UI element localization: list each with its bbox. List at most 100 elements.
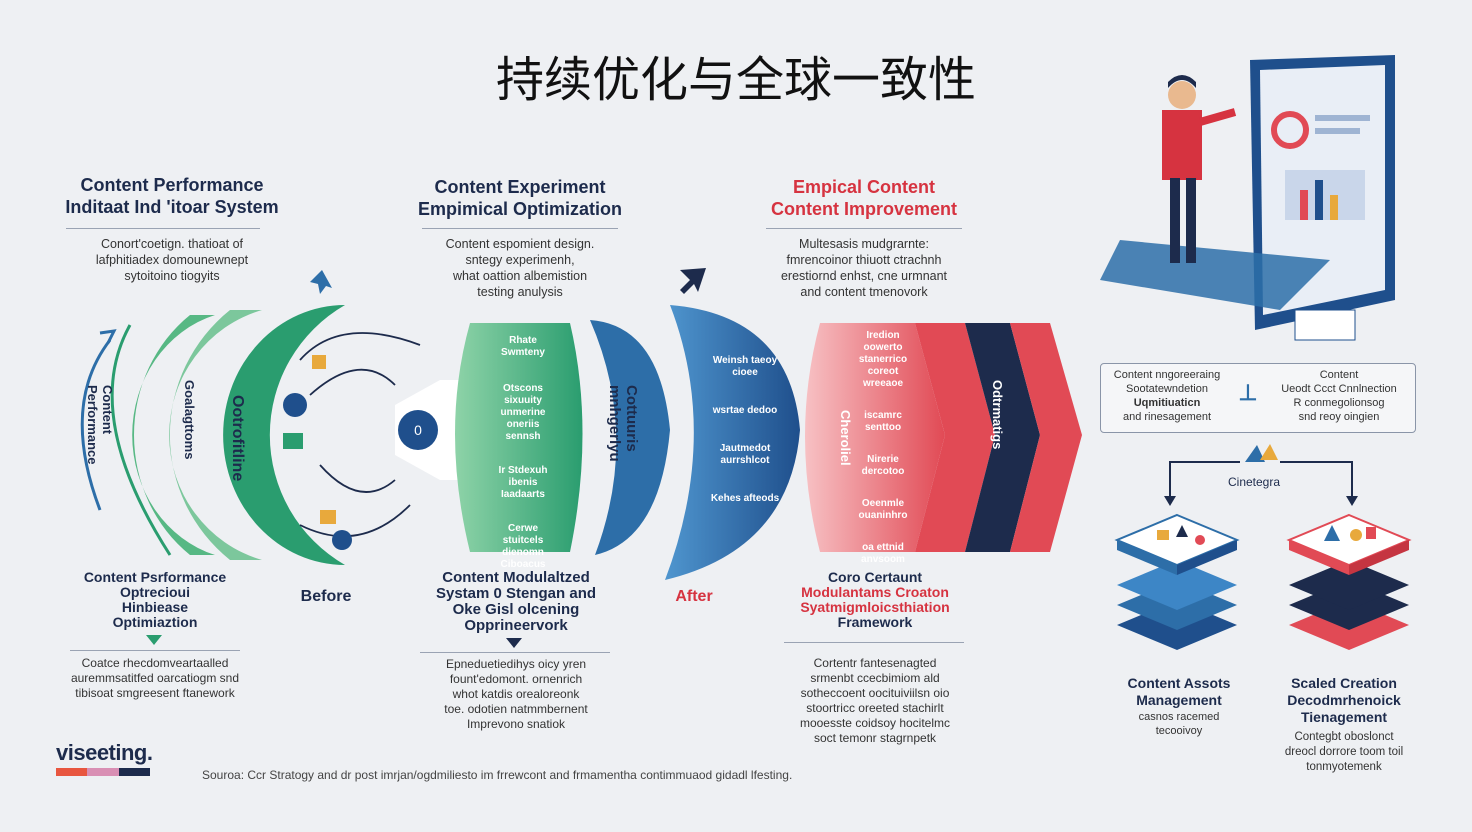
hub-circle-text: 0 (414, 422, 422, 438)
col2-desc-line: Content espomient design. (445, 237, 595, 251)
col3-heading-line1: Empical Content (792, 177, 935, 197)
gear-icon (283, 393, 307, 417)
col3-bottom-heading-line: Coro Certaunt (827, 569, 923, 585)
col2-description: Content espomient design. sntegy experim… (400, 236, 640, 300)
col3-heading: Empical Content Content Improvement (742, 176, 986, 220)
col3-bottom-desc-line: mooesste coidsoy hocitelmc (799, 716, 951, 730)
col1-desc-line: Conort'coetign. thatioat of (100, 237, 244, 251)
scaled-creation-stack-icon (1286, 513, 1412, 650)
brand-logo: viseeting. (56, 740, 153, 765)
chart-icon (283, 433, 303, 449)
green-block-line: Rhate Swmteny (501, 335, 545, 358)
col1-bottom-desc: Coatce rhecdomveartaalled auremmsatitfed… (48, 656, 262, 701)
col2-bottom-heading-line: Content Modulaltzed (442, 569, 590, 586)
source-note: Souroa: Ccr Stratogy and dr post imrjan/… (202, 768, 793, 782)
col2-bottom-desc-line: toe. odotien natmmbernent (444, 702, 588, 716)
col3-bottom-desc-line: srmenbt ccecbimiom ald (810, 671, 940, 685)
col2-desc-line: what oattion albemistion (452, 269, 588, 283)
col3-bottom-desc-line: sotheccoent oocituiviilsn oio (800, 686, 950, 700)
col1-bottom-heading-line: Optimiaztion (112, 614, 198, 630)
col3-bottom-desc-line: stoortricc oreeted stachirlt (806, 701, 944, 715)
col2-bottom-desc-line: fount'edomont. ornenrich (449, 672, 583, 686)
floor-platform (1100, 240, 1330, 310)
info-box-right-text: Content Ueodt Ccct Cnnlnection R conmego… (1266, 368, 1412, 424)
cursor-arrow-icon (680, 268, 706, 294)
col1-desc-line: lafphitiadex domounewnept (95, 253, 249, 267)
content-assets-stack-icon (1114, 513, 1240, 650)
red-block-mid (915, 323, 995, 552)
content-assets-heading-line: Management (1136, 692, 1222, 708)
scaled-creation-heading-line: Decodmrhenoick (1287, 692, 1401, 708)
folder-icon (320, 510, 336, 524)
blue-block-line: Jautmedot aurrshlcot (719, 443, 771, 466)
page-title: 持续优化与全球一致性 (495, 52, 976, 108)
cycle-arrow-icon (80, 329, 117, 511)
transfer-arrow-icon: ⊥ (1238, 380, 1258, 405)
brand-bar-segment (118, 768, 150, 776)
green-arc-outer (132, 315, 215, 555)
hub-label: Cinetegra (1227, 475, 1281, 489)
presenter-illustration (1100, 55, 1395, 341)
col1-bottom-heading-line: Content Psrformance (83, 569, 227, 585)
scaled-creation-heading-line: Tienagement (1300, 709, 1388, 725)
col2-bottom-heading: Content Modulaltzed Systam 0 Stengan and… (408, 570, 624, 634)
blue-arc-right (665, 305, 800, 580)
blue-block-line: wsrtae dedoo (712, 405, 778, 416)
col3-heading-line2: Content Improvement (770, 199, 957, 219)
red-arrowhead (1010, 323, 1082, 552)
col2-heading-line2: Empimical Optimization (417, 199, 623, 219)
info-left-line: and rinesagement (1122, 411, 1212, 423)
col1-bottom-desc-line: Coatce rhecdomveartaalled (81, 656, 229, 670)
col2-heading-line1: Content Experiment (434, 177, 606, 197)
col3-bottom-heading-line: Framework (837, 614, 913, 630)
red-block-line: Oeenmle ouaninhro (858, 498, 908, 521)
vertical-label-3: Ootrofitline (229, 395, 246, 482)
vertical-label-1: Content Performance (85, 385, 115, 465)
col3-bottom-heading-line: Syatmigmloicsthiation (800, 599, 950, 615)
info-box-left-text: Content nngoreeraing Sootatewndetion Uqm… (1104, 368, 1230, 424)
info-left-line: Uqmitiuaticn (1133, 397, 1201, 409)
col2-bottom-desc: Epneduetiedihys oicy yren fount'edomont.… (404, 657, 628, 732)
col2-bottom-desc-line: Imprevono snatiok (466, 717, 566, 731)
green-block-text: Rhate Swmteny Otscons sixuuity unmerine … (488, 335, 558, 571)
orbit-lines (299, 332, 421, 538)
col3-desc-line: erestiornd enhst, cne urmnant (780, 269, 948, 283)
col1-down-triangle-icon (146, 635, 162, 645)
brand-color-bar (56, 768, 150, 776)
col2-bottom-heading-line: Opprineervork (464, 617, 568, 634)
info-right-line: R conmegolionsog (1293, 397, 1385, 409)
vertical-label-2: Goalagttoms (182, 380, 197, 460)
content-assets-desc-line: casnos racemed (1138, 711, 1220, 723)
blue-block-line: Weinsh taeoy cioee (712, 355, 778, 378)
scaled-creation-desc-line: tonmyotemenk (1306, 761, 1382, 773)
info-left-line: Content nngoreeraing (1113, 369, 1221, 381)
process-flow-diagram: 0 (80, 268, 1082, 580)
green-block-line: Ir Stdexuh ibenis Iaadaarts (498, 465, 548, 500)
hub-circle-icon (398, 410, 438, 450)
hub-shape-icon (1245, 445, 1265, 462)
navy-chevron (965, 323, 1040, 552)
col3-divider (766, 228, 962, 229)
green-arc-inner (223, 305, 345, 565)
col2-bottom-desc-line: Epneduetiedihys oicy yren (445, 657, 587, 671)
cursor-arrow-icon (310, 270, 332, 294)
red-block-line: Nirerie dercotoo (861, 454, 905, 477)
target-icon (332, 530, 352, 550)
brand-bar-segment (87, 768, 119, 776)
donut-chart-icon (1271, 111, 1309, 149)
presenter-head-icon (1168, 81, 1196, 109)
blue-block-text: Weinsh taeoy cioee wsrtae dedoo Jautmedo… (705, 355, 785, 505)
col1-description: Conort'coetign. thatioat of lafphitiadex… (50, 236, 294, 284)
col1-divider (66, 228, 260, 229)
col3-bottom-heading: Coro Certaunt Modulantams Croaton Syatmi… (770, 570, 980, 630)
content-assets-heading-line: Content Assots (1127, 675, 1231, 691)
col1-desc-line: sytoitoino tiogyits (124, 269, 220, 283)
tablet-icon (1294, 309, 1356, 341)
col3-bottom-divider (784, 642, 964, 643)
blue-block-line: Kehes afteods (710, 493, 780, 504)
green-block-line: Otscons sixuuity unmerine oneriis sennsh (500, 383, 546, 442)
col3-desc-line: Multesasis mudgrarnte: (799, 237, 929, 251)
col2-heading: Content Experiment Empimical Optimizatio… (398, 176, 642, 220)
col1-bottom-heading-line: Hinbiease (121, 599, 189, 615)
red-block-light (805, 323, 945, 552)
